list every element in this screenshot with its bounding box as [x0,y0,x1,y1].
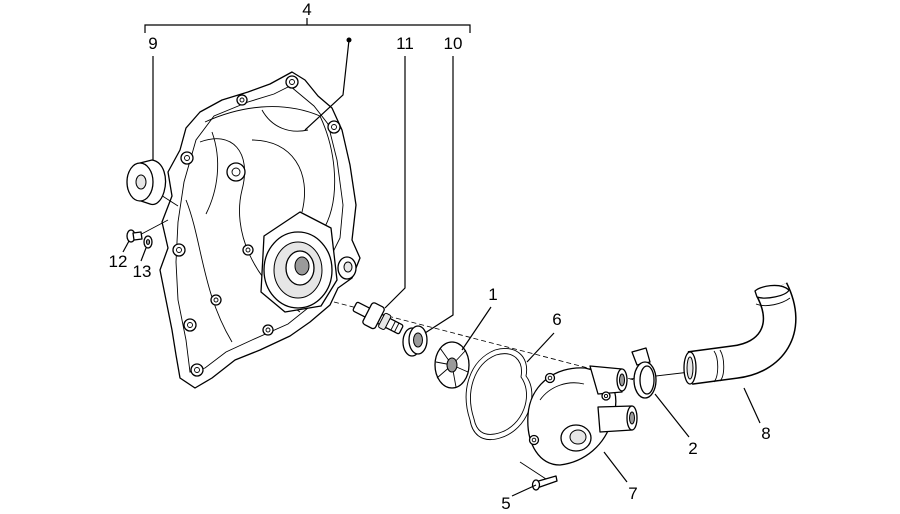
impeller-part-1 [434,341,470,389]
callout-13: 13 [133,262,152,281]
callout-4: 4 [302,0,311,19]
callout-1: 1 [488,285,497,304]
callout-5: 5 [501,494,510,513]
spacer-part-9 [126,159,167,206]
leader-10 [424,56,454,334]
pump-shaft-part-11 [352,301,404,335]
leader-cover [304,39,350,131]
callout-2: 2 [688,439,697,458]
leader-12 [122,240,130,253]
callout-labels: 4 9 11 10 1 6 12 13 2 8 5 7 [109,0,771,513]
bolt-axis-line [519,461,547,480]
leader-8 [743,387,761,424]
o-ring-gasket-part-6 [465,348,533,440]
leader-13 [140,247,147,262]
leader-lines [122,18,761,497]
hose-clamp-part-2 [631,347,657,399]
water-pump-housing-part-7 [527,365,638,466]
callout-8: 8 [761,424,770,443]
coolant-hose-part-8 [683,282,797,385]
leader-1 [461,306,492,351]
callout-7: 7 [628,484,637,503]
assembly-bracket-4 [144,24,471,33]
washer-part-13 [143,235,153,249]
callout-12: 12 [109,252,128,271]
screw-part-12 [126,229,143,243]
leader-2 [654,393,690,438]
shaft-seal-part-10 [402,325,428,357]
callout-11: 11 [396,34,414,53]
leader-5 [511,484,537,497]
leader-7 [603,451,628,483]
leader-6 [526,332,555,363]
cover-bolt-bosses [172,75,357,377]
callout-10: 10 [444,34,463,53]
callout-9: 9 [148,34,157,53]
callout-6: 6 [552,310,561,329]
leader-11 [384,56,406,309]
engine-side-cover [159,71,361,389]
